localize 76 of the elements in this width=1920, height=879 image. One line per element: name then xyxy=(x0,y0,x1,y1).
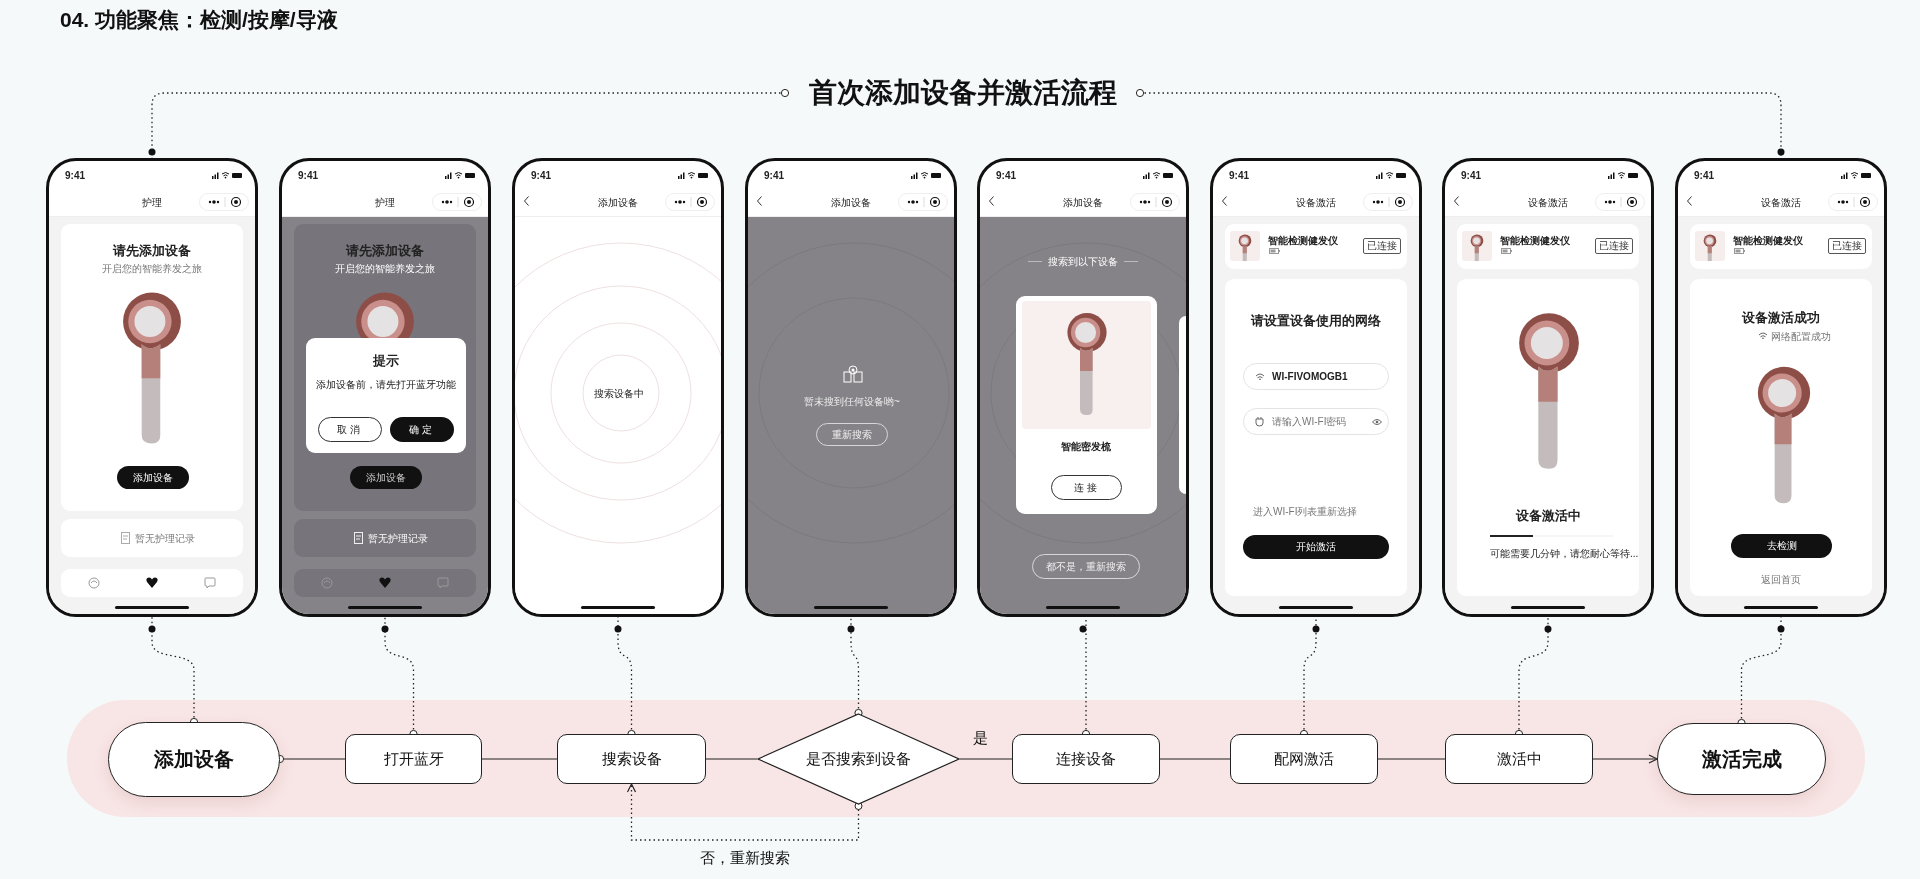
process-box: 连接设备 xyxy=(1012,734,1160,784)
status-text: 网络配置成功 xyxy=(1771,329,1831,344)
empty-result-text: 暂未搜到任何设备哟~ xyxy=(804,394,900,409)
screen-title: 护理 xyxy=(375,195,395,210)
result-heading: 搜索到以下设备 xyxy=(1048,254,1118,269)
screen-title: 添加设备 xyxy=(831,195,871,210)
status-tag: 已连接 xyxy=(1363,238,1401,254)
terminal-pill: 添加设备 xyxy=(108,722,280,797)
process-box: 激活中 xyxy=(1445,734,1593,784)
status-tag: 已连接 xyxy=(1595,238,1633,254)
device-name: 智能检测健发仪 xyxy=(1268,233,1338,248)
subtitle: 开启您的智能养发之旅 xyxy=(102,261,202,276)
connector xyxy=(1159,758,1231,760)
screen-title: 添加设备 xyxy=(598,195,638,210)
screen-title: 设备激活 xyxy=(1528,195,1568,210)
status-time: 9:41 xyxy=(531,168,551,183)
heading: 设备激活成功 xyxy=(1742,309,1820,327)
phone-screen xyxy=(977,158,1189,617)
flow-title: 首次添加设备并激活流程 xyxy=(785,72,1140,114)
wifi-list-link: 进入WI-FI列表重新选择 xyxy=(1253,504,1358,519)
heading: 设备激活中 xyxy=(1515,507,1581,525)
heading: 请先添加设备 xyxy=(346,242,424,260)
screen-title: 设备激活 xyxy=(1761,195,1801,210)
connector xyxy=(1377,758,1446,760)
phone-screen xyxy=(279,158,491,617)
page-title: 04. 功能聚焦：检测/按摩/导液 xyxy=(60,7,338,33)
decision-diamond: 是否搜索到设备 xyxy=(757,713,960,805)
empty-record-text: 暂无护理记录 xyxy=(135,531,195,546)
connector xyxy=(1592,754,1658,764)
screen-title: 添加设备 xyxy=(1063,195,1103,210)
detect-button: 去检测 xyxy=(1731,534,1832,558)
empty-record-text: 暂无护理记录 xyxy=(368,531,428,546)
status-time: 9:41 xyxy=(996,168,1016,183)
device-name: 智能检测健发仪 xyxy=(1733,233,1803,248)
waiting-text: 可能需要几分钟，请您耐心等待... xyxy=(1490,546,1639,561)
heading: 请设置设备使用的网络 xyxy=(1251,312,1381,330)
phone-screen xyxy=(46,158,258,617)
dotted-connector xyxy=(626,783,860,841)
connector xyxy=(481,758,558,760)
status-time: 9:41 xyxy=(1461,168,1481,183)
status-time: 9:41 xyxy=(1694,168,1714,183)
add-device-button: 添加设备 xyxy=(117,466,189,489)
phone-screen xyxy=(745,158,957,617)
subtitle: 开启您的智能养发之旅 xyxy=(335,261,435,276)
phone-screen xyxy=(512,158,724,617)
status-time: 9:41 xyxy=(1229,168,1249,183)
add-device-button: 添加设备 xyxy=(350,466,422,489)
process-box: 打开蓝牙 xyxy=(345,734,482,784)
searching-text: 搜索设备中 xyxy=(594,386,644,401)
screen-title: 护理 xyxy=(142,195,162,210)
status-tag: 已连接 xyxy=(1828,238,1866,254)
cancel-button: 取消 xyxy=(318,417,382,442)
edge-label: 否，重新搜索 xyxy=(697,849,793,868)
status-time: 9:41 xyxy=(764,168,784,183)
dialog-title: 提示 xyxy=(373,352,399,370)
connector xyxy=(959,758,1013,760)
dialog-message: 添加设备前，请先打开蓝牙功能 xyxy=(316,377,456,392)
connect-button: 连接 xyxy=(1051,475,1122,500)
process-box: 搜索设备 xyxy=(557,734,706,784)
confirm-button: 确定 xyxy=(390,417,454,442)
status-time: 9:41 xyxy=(65,168,85,183)
connector xyxy=(705,758,758,760)
terminal-pill: 激活完成 xyxy=(1657,723,1826,795)
screen-title: 设备激活 xyxy=(1296,195,1336,210)
status-time: 9:41 xyxy=(298,168,318,183)
dotted-connector xyxy=(850,616,863,718)
phone-screen xyxy=(1675,158,1887,617)
dotted-connector xyxy=(1135,88,1782,159)
activate-button: 开始激活 xyxy=(1243,535,1389,559)
device-name: 智能密发梳 xyxy=(1061,439,1111,454)
home-link: 返回首页 xyxy=(1761,572,1801,587)
device-name: 智能检测健发仪 xyxy=(1500,233,1570,248)
phone-screen xyxy=(1210,158,1422,617)
heading: 请先添加设备 xyxy=(113,242,191,260)
process-box: 配网激活 xyxy=(1230,734,1378,784)
phone-screen xyxy=(1442,158,1654,617)
